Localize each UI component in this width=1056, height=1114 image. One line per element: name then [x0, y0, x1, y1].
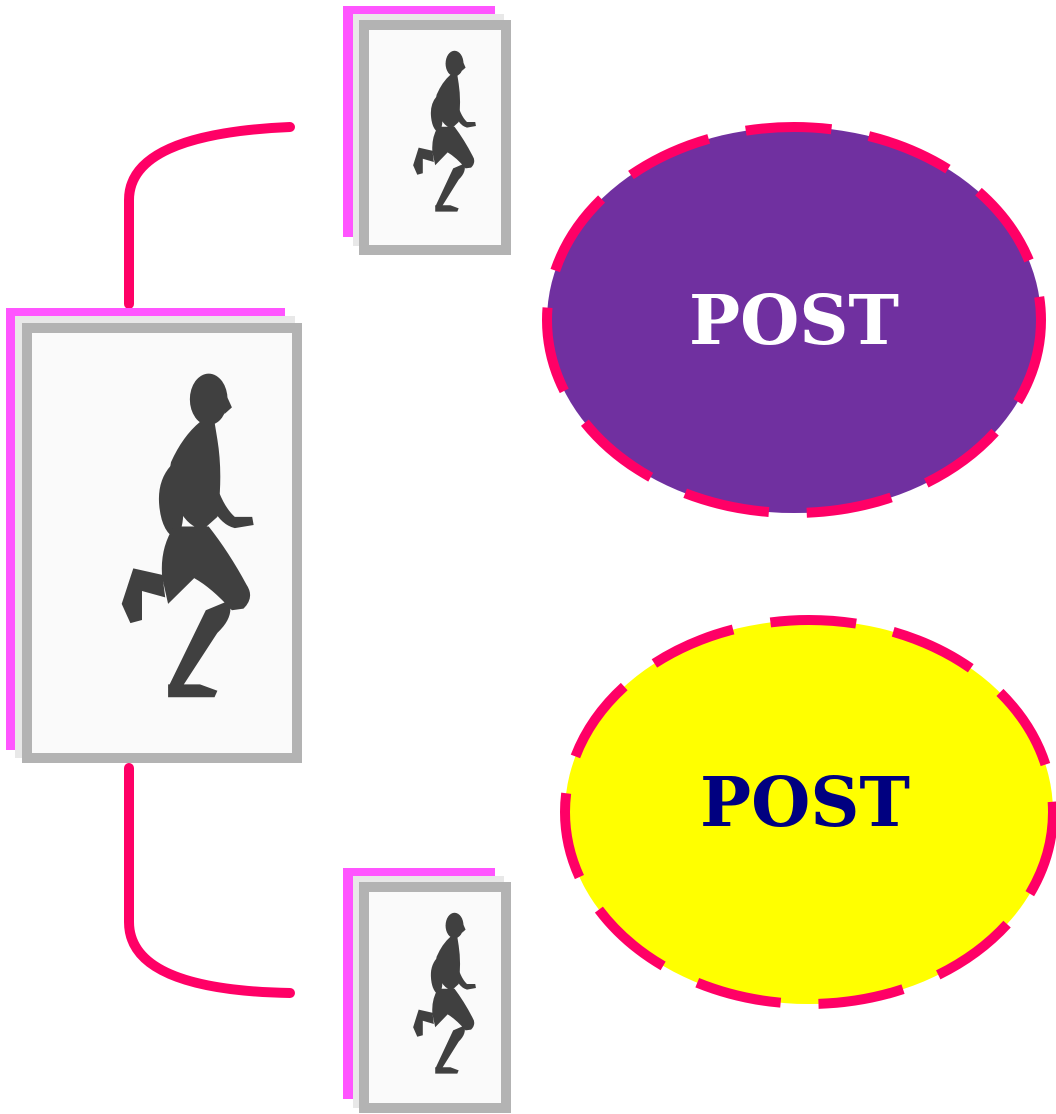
post-node-bottom-shape: [560, 615, 1056, 1009]
figure-card-bottom: [343, 868, 511, 1113]
figure-card-top: [343, 6, 511, 255]
post-node-top-shape: [542, 122, 1046, 518]
bracket-connector: [124, 122, 295, 998]
post-node-top-label: POST: [689, 281, 899, 361]
post-node-bottom: POST: [560, 615, 1056, 1009]
post-node-bottom-label: POST: [700, 763, 910, 843]
figure-card-main: [6, 308, 302, 763]
card-image-area: [22, 323, 302, 763]
post-node-top: POST: [542, 122, 1046, 518]
connector-bottom-arm: [124, 763, 295, 998]
connector-top-arm: [124, 122, 295, 309]
